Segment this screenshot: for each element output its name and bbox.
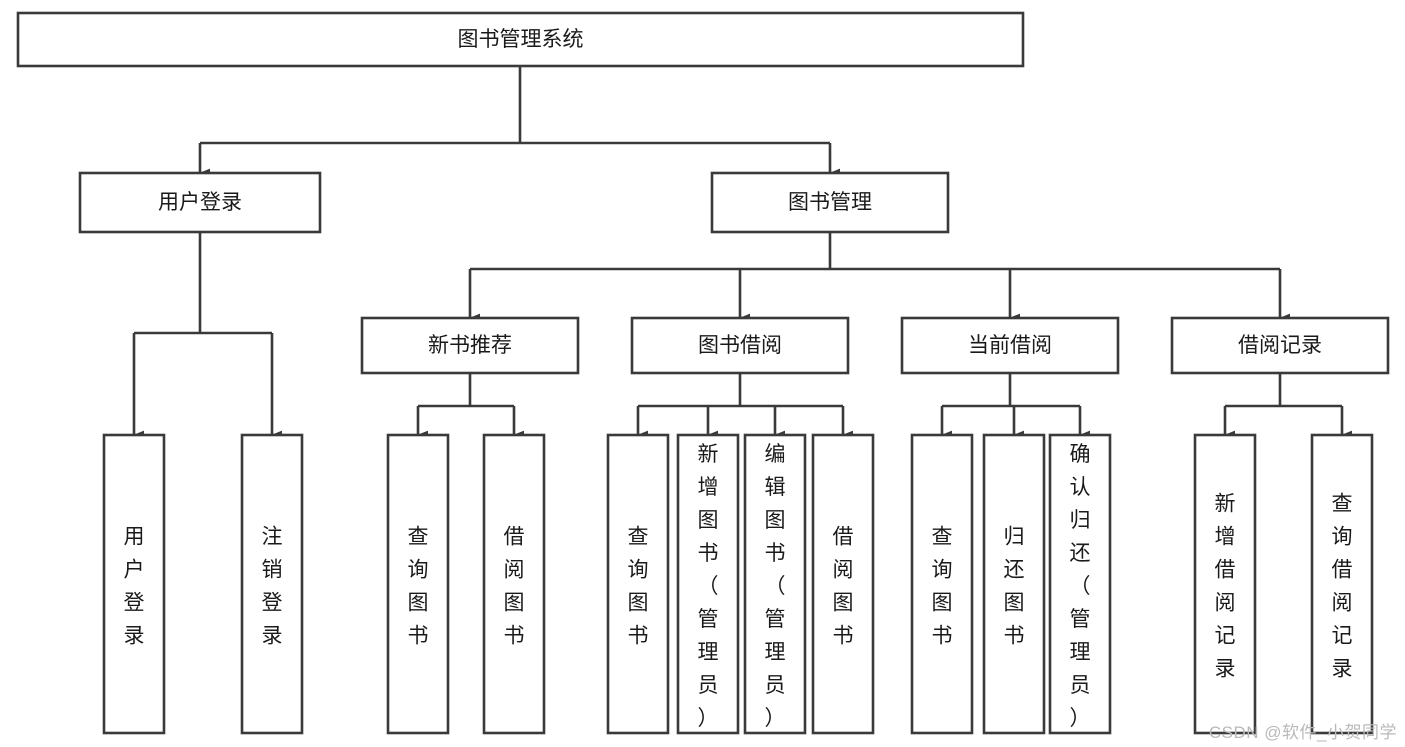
- leaf-node-12[interactable]: 新增借阅记录: [1193, 433, 1257, 735]
- leaf-node-11[interactable]: 确认归还（管理员）: [1048, 433, 1112, 735]
- leaf-node-box: [606, 433, 670, 735]
- leaf-node-box: [910, 433, 974, 735]
- level3-node-2[interactable]: 图书借阅: [630, 316, 850, 375]
- leaf-node-box: [240, 433, 304, 735]
- level2-node-1[interactable]: 用户登录: [78, 171, 322, 234]
- leaf-node-label: 编辑图书（管理员）: [765, 443, 786, 730]
- leaf-node-label: 查询图书: [932, 526, 953, 648]
- leaf-node-label: 查询图书: [408, 526, 429, 648]
- node-boxes: 图书管理系统用户登录图书管理新书推荐图书借阅当前借阅借阅记录用户登录注销登录查询…: [16, 11, 1390, 735]
- level3-node-box: [630, 316, 850, 375]
- level3-node-label: 当前借阅: [968, 334, 1052, 357]
- root-node-box: [16, 11, 1025, 68]
- leaf-node-4[interactable]: 借阅图书: [482, 433, 546, 735]
- root-node-label: 图书管理系统: [458, 28, 584, 51]
- leaf-node-box: [102, 433, 166, 735]
- leaf-node-6[interactable]: 新增图书（管理员）: [676, 433, 740, 735]
- level3-node-4[interactable]: 借阅记录: [1170, 316, 1390, 375]
- level2-node-2[interactable]: 图书管理: [710, 171, 950, 234]
- leaf-node-8[interactable]: 借阅图书: [811, 433, 875, 735]
- connector-lines: [132, 66, 1353, 440]
- level2-node-label: 图书管理: [788, 191, 872, 214]
- leaf-node-label: 借阅图书: [833, 526, 854, 648]
- level3-node-3[interactable]: 当前借阅: [900, 316, 1120, 375]
- level3-node-box: [360, 316, 580, 375]
- level3-node-label: 借阅记录: [1238, 334, 1322, 357]
- leaf-node-3[interactable]: 查询图书: [386, 433, 450, 735]
- leaf-node-box: [1048, 433, 1112, 735]
- leaf-node-box: [743, 433, 807, 735]
- level3-node-label: 新书推荐: [428, 334, 512, 357]
- leaf-node-box: [676, 433, 740, 735]
- level3-node-box: [1170, 316, 1390, 375]
- leaf-node-label: 用户登录: [124, 526, 145, 648]
- leaf-node-box: [1310, 433, 1374, 735]
- level2-node-box: [710, 171, 950, 234]
- level3-node-box: [900, 316, 1120, 375]
- leaf-node-label: 查询图书: [628, 526, 649, 648]
- leaf-node-7[interactable]: 编辑图书（管理员）: [743, 433, 807, 735]
- leaf-node-box: [386, 433, 450, 735]
- leaf-node-1[interactable]: 用户登录: [102, 433, 166, 735]
- leaf-node-label: 借阅图书: [504, 526, 525, 648]
- leaf-node-box: [811, 433, 875, 735]
- leaf-node-label: 新增借阅记录: [1215, 493, 1236, 681]
- leaf-node-10[interactable]: 归还图书: [982, 433, 1046, 735]
- leaf-node-label: 确认归还（管理员）: [1070, 443, 1091, 730]
- root-node-1[interactable]: 图书管理系统: [16, 11, 1025, 68]
- leaf-node-5[interactable]: 查询图书: [606, 433, 670, 735]
- leaf-node-2[interactable]: 注销登录: [240, 433, 304, 735]
- leaf-node-9[interactable]: 查询图书: [910, 433, 974, 735]
- leaf-node-13[interactable]: 查询借阅记录: [1310, 433, 1374, 735]
- leaf-node-box: [1193, 433, 1257, 735]
- level2-node-label: 用户登录: [158, 191, 242, 214]
- leaf-node-label: 新增图书（管理员）: [698, 443, 719, 730]
- leaf-node-box: [982, 433, 1046, 735]
- level3-node-1[interactable]: 新书推荐: [360, 316, 580, 375]
- leaf-node-box: [482, 433, 546, 735]
- level2-node-box: [78, 171, 322, 234]
- leaf-node-label: 注销登录: [262, 526, 283, 648]
- leaf-node-label: 归还图书: [1004, 526, 1025, 648]
- level3-node-label: 图书借阅: [698, 334, 782, 357]
- leaf-node-label: 查询借阅记录: [1332, 493, 1353, 681]
